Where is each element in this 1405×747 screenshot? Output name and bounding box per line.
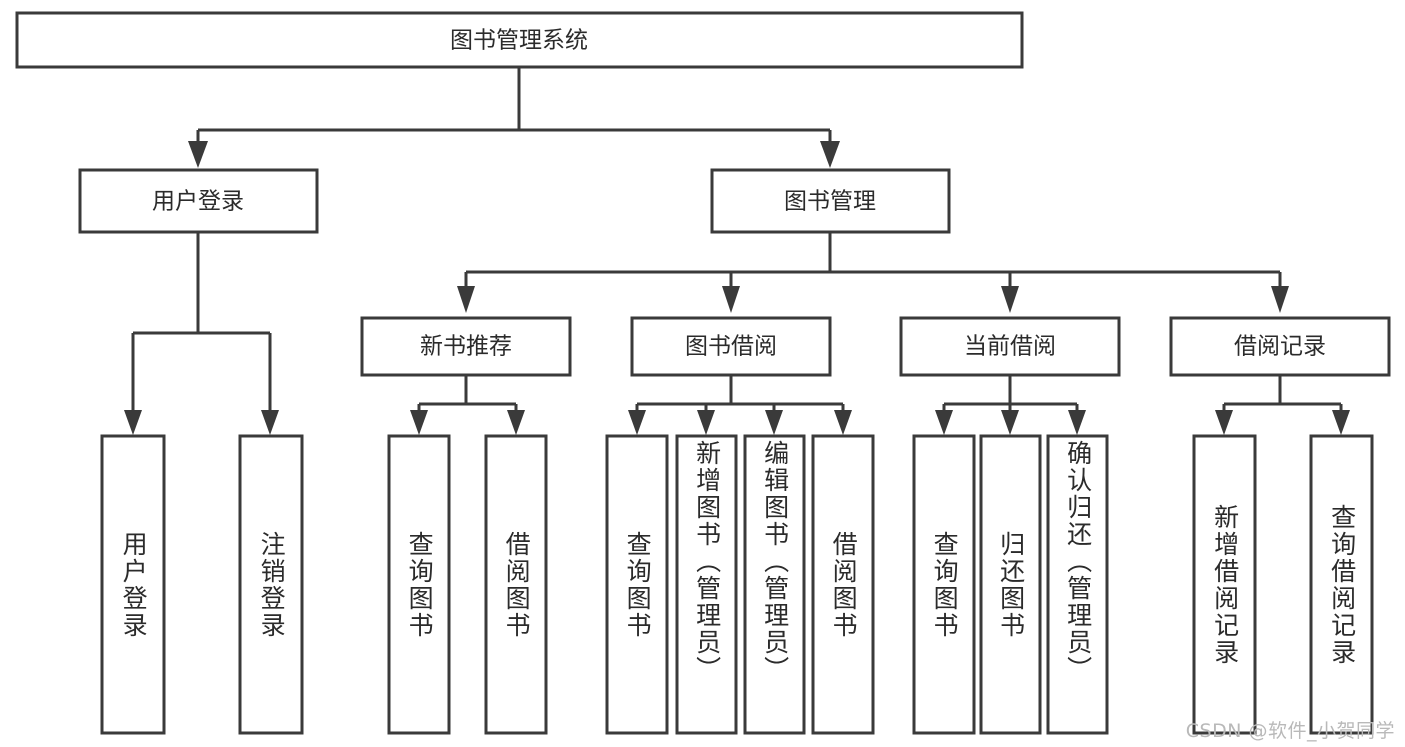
arrow-to-leaf-logout — [261, 410, 279, 435]
arrow-to-leaf-borrow-book-2 — [834, 410, 852, 435]
arrow-to-leaf-query-book-1 — [410, 410, 428, 435]
node-leaf-logout[interactable] — [238, 434, 304, 735]
node-book-borrow-label: 图书借阅 — [685, 334, 777, 360]
arrow-to-user-login — [188, 141, 208, 168]
node-leaf-add-record[interactable] — [1192, 434, 1257, 735]
node-book-borrow[interactable] — [630, 316, 832, 377]
node-borrow-record-label: 借阅记录 — [1234, 334, 1326, 360]
node-current-borrow[interactable] — [899, 316, 1121, 377]
node-leaf-borrow-book-2[interactable] — [811, 434, 875, 735]
arrow-to-leaf-query-record — [1332, 410, 1350, 435]
node-user-login-label: 用户登录 — [152, 189, 244, 215]
node-leaf-query-record[interactable] — [1309, 434, 1374, 735]
node-new-book-rec[interactable] — [360, 316, 572, 377]
node-leaf-return-book[interactable] — [979, 434, 1042, 735]
node-leaf-confirm-return[interactable] — [1046, 434, 1109, 735]
node-leaf-query-book-2[interactable] — [605, 434, 669, 735]
arrow-to-current-borrow — [1001, 286, 1019, 313]
node-book-manage[interactable] — [710, 168, 951, 234]
arrow-to-leaf-add-book — [697, 410, 715, 435]
node-leaf-user-login[interactable] — [100, 434, 166, 735]
arrow-to-leaf-confirm-return — [1068, 410, 1086, 435]
arrow-to-new-book-rec — [457, 286, 475, 313]
arrow-to-leaf-add-record — [1215, 410, 1233, 435]
node-root[interactable] — [15, 11, 1024, 69]
arrow-to-leaf-user-login — [124, 410, 142, 435]
node-book-manage-label: 图书管理 — [784, 189, 876, 215]
node-user-login[interactable] — [78, 168, 319, 234]
arrow-to-leaf-return-book — [1001, 410, 1019, 435]
node-new-book-rec-label: 新书推荐 — [420, 334, 512, 360]
arrow-to-leaf-query-book-3 — [935, 410, 953, 435]
node-borrow-record[interactable] — [1169, 316, 1391, 377]
node-leaf-borrow-book-1[interactable] — [484, 434, 548, 735]
arrow-to-borrow-record — [1271, 286, 1289, 313]
node-leaf-edit-book[interactable] — [743, 434, 806, 735]
arrow-to-leaf-edit-book — [765, 410, 783, 435]
arrow-to-leaf-query-book-2 — [628, 410, 646, 435]
node-leaf-query-book-3[interactable] — [912, 434, 976, 735]
arrow-to-leaf-borrow-book-1 — [507, 410, 525, 435]
connectors — [124, 67, 1350, 435]
arrow-to-book-borrow — [722, 286, 740, 313]
arrow-to-book-manage — [820, 141, 840, 168]
node-current-borrow-label: 当前借阅 — [964, 334, 1056, 360]
node-root-label: 图书管理系统 — [450, 28, 588, 54]
node-leaf-query-book-1[interactable] — [387, 434, 451, 735]
watermark-text: CSDN @软件_小贺同学 — [1185, 720, 1395, 742]
node-boxes: 图书管理系统 用户登录 图书管理 新书推荐 图书借阅 当前借阅 借阅记录 — [15, 11, 1391, 735]
node-leaf-add-book[interactable] — [675, 434, 738, 735]
